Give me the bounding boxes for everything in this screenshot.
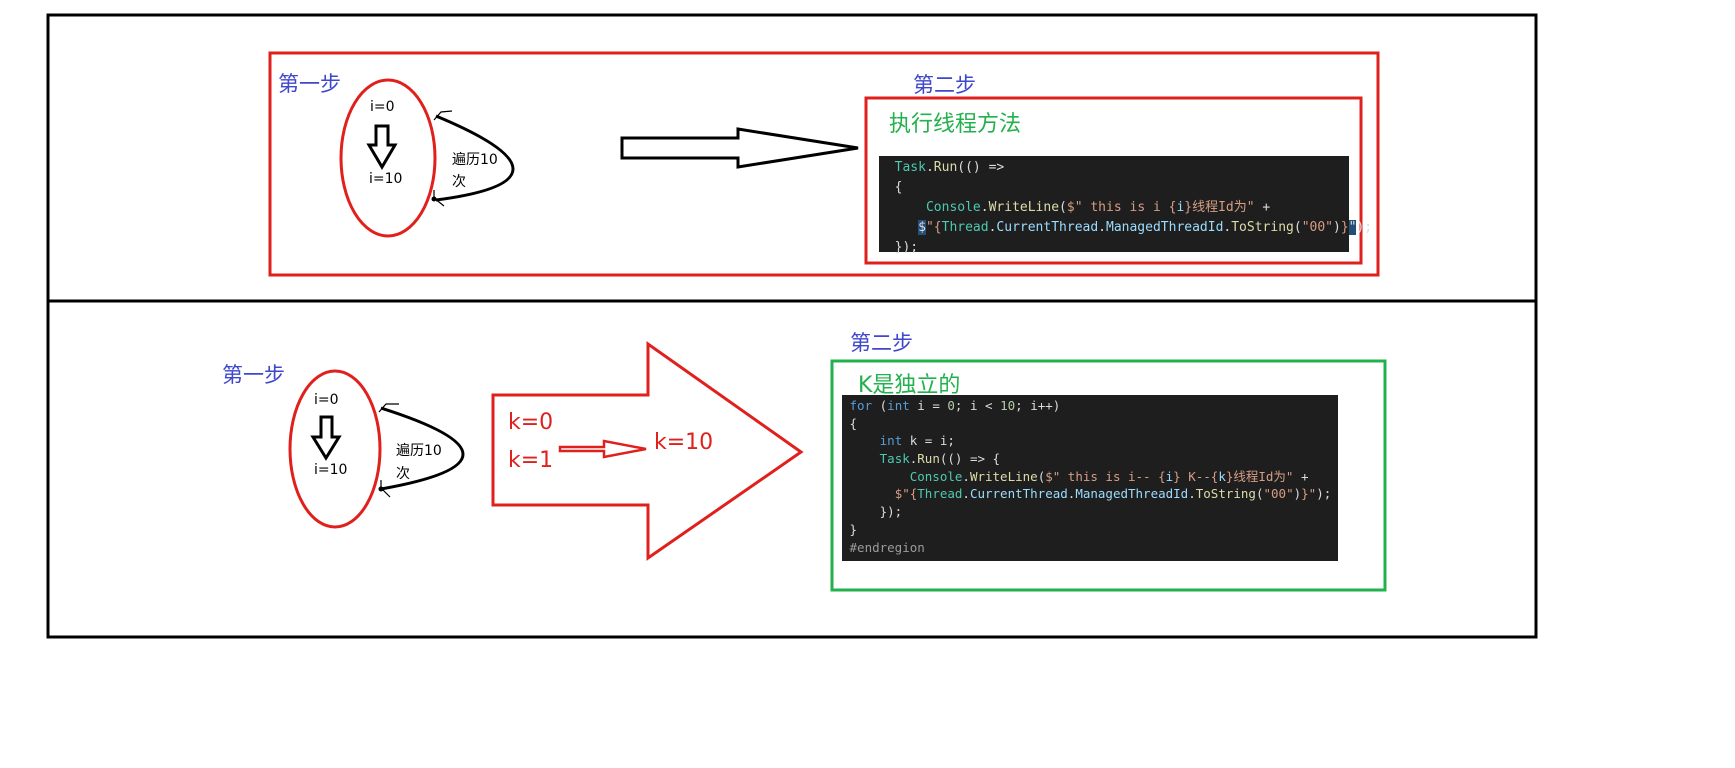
code-line: $"{Thread.CurrentThread.ManagedThreadId.… <box>894 486 1332 502</box>
code-line: Task.Run(() => <box>894 160 1005 175</box>
code-line: for (int i = 0; i < 10; i++) <box>849 398 1061 413</box>
code-line: } <box>842 521 858 537</box>
panel2-green-frame <box>830 359 1387 592</box>
panel2-loop-curve <box>380 406 465 491</box>
panel1-loop-end: i=10 <box>369 171 403 187</box>
panel1-loop-label-line2: 次 <box>452 174 466 190</box>
panel1-method-title: 执行线程方法 <box>889 112 1022 137</box>
panel1-down-arrow-icon <box>366 124 398 170</box>
panel1-loop-dot <box>431 196 437 202</box>
panel1-loop-tick-top <box>433 110 453 121</box>
panel1-flow-arrow <box>620 127 859 169</box>
panel2-method-title: K是独立的 <box>858 373 961 398</box>
panel2-big-red-arrow <box>491 341 804 561</box>
panel2-code-block: for (int i = 0; i < 10; i++) { int k = i… <box>842 395 1338 561</box>
panel2-border <box>46 299 1538 639</box>
panel1-loop-curve <box>435 114 515 202</box>
panel2-loop-tick-top <box>378 403 399 413</box>
panel1-code-block: Task.Run(() => { Console.WriteLine($" th… <box>879 156 1373 255</box>
panel2-step2-label: 第二步 <box>850 331 913 355</box>
panel2-k-end: k=10 <box>654 430 714 455</box>
code-line: #endregion <box>842 539 925 555</box>
panel2-down-arrow-icon <box>310 415 342 461</box>
code-line: $"{Thread.CurrentThread.ManagedThreadId.… <box>918 220 1373 235</box>
panel1-loop-label-line1: 遍历10 <box>452 152 498 168</box>
panel2-step1-label: 第一步 <box>222 363 285 387</box>
panel2-small-red-arrow <box>558 439 647 459</box>
code-line: { <box>879 180 903 195</box>
code-line: int k = i; <box>879 433 955 449</box>
panel1-loop-ellipse <box>339 78 437 238</box>
panel1-step1-label: 第一步 <box>278 72 341 96</box>
panel2-loop-end: i=10 <box>314 462 348 478</box>
panel1-red-frame <box>268 51 1380 277</box>
code-line: Console.WriteLine($" this is i {i}线程Id为"… <box>925 200 1271 215</box>
panel1-loop-start: i=0 <box>370 99 395 115</box>
code-line: { <box>842 415 858 431</box>
panel1-step2-label: 第二步 <box>913 73 976 97</box>
panel2-loop-label-line1: 遍历10 <box>396 443 442 459</box>
panel2-loop-dot <box>378 486 384 492</box>
panel2-loop-start: i=0 <box>314 392 339 408</box>
code-line: Console.WriteLine($" this is i-- {i} K--… <box>909 468 1309 484</box>
panel1-method-frame <box>864 96 1363 265</box>
panel2-loop-label-line2: 次 <box>396 466 410 482</box>
panel2-k-next: k=1 <box>508 448 554 473</box>
code-line: }); <box>842 504 903 520</box>
panel2-k-start: k=0 <box>508 410 554 435</box>
code-line: }); <box>879 240 919 255</box>
code-line: Task.Run(() => { <box>879 451 1001 467</box>
panel2-loop-ellipse <box>288 369 382 529</box>
